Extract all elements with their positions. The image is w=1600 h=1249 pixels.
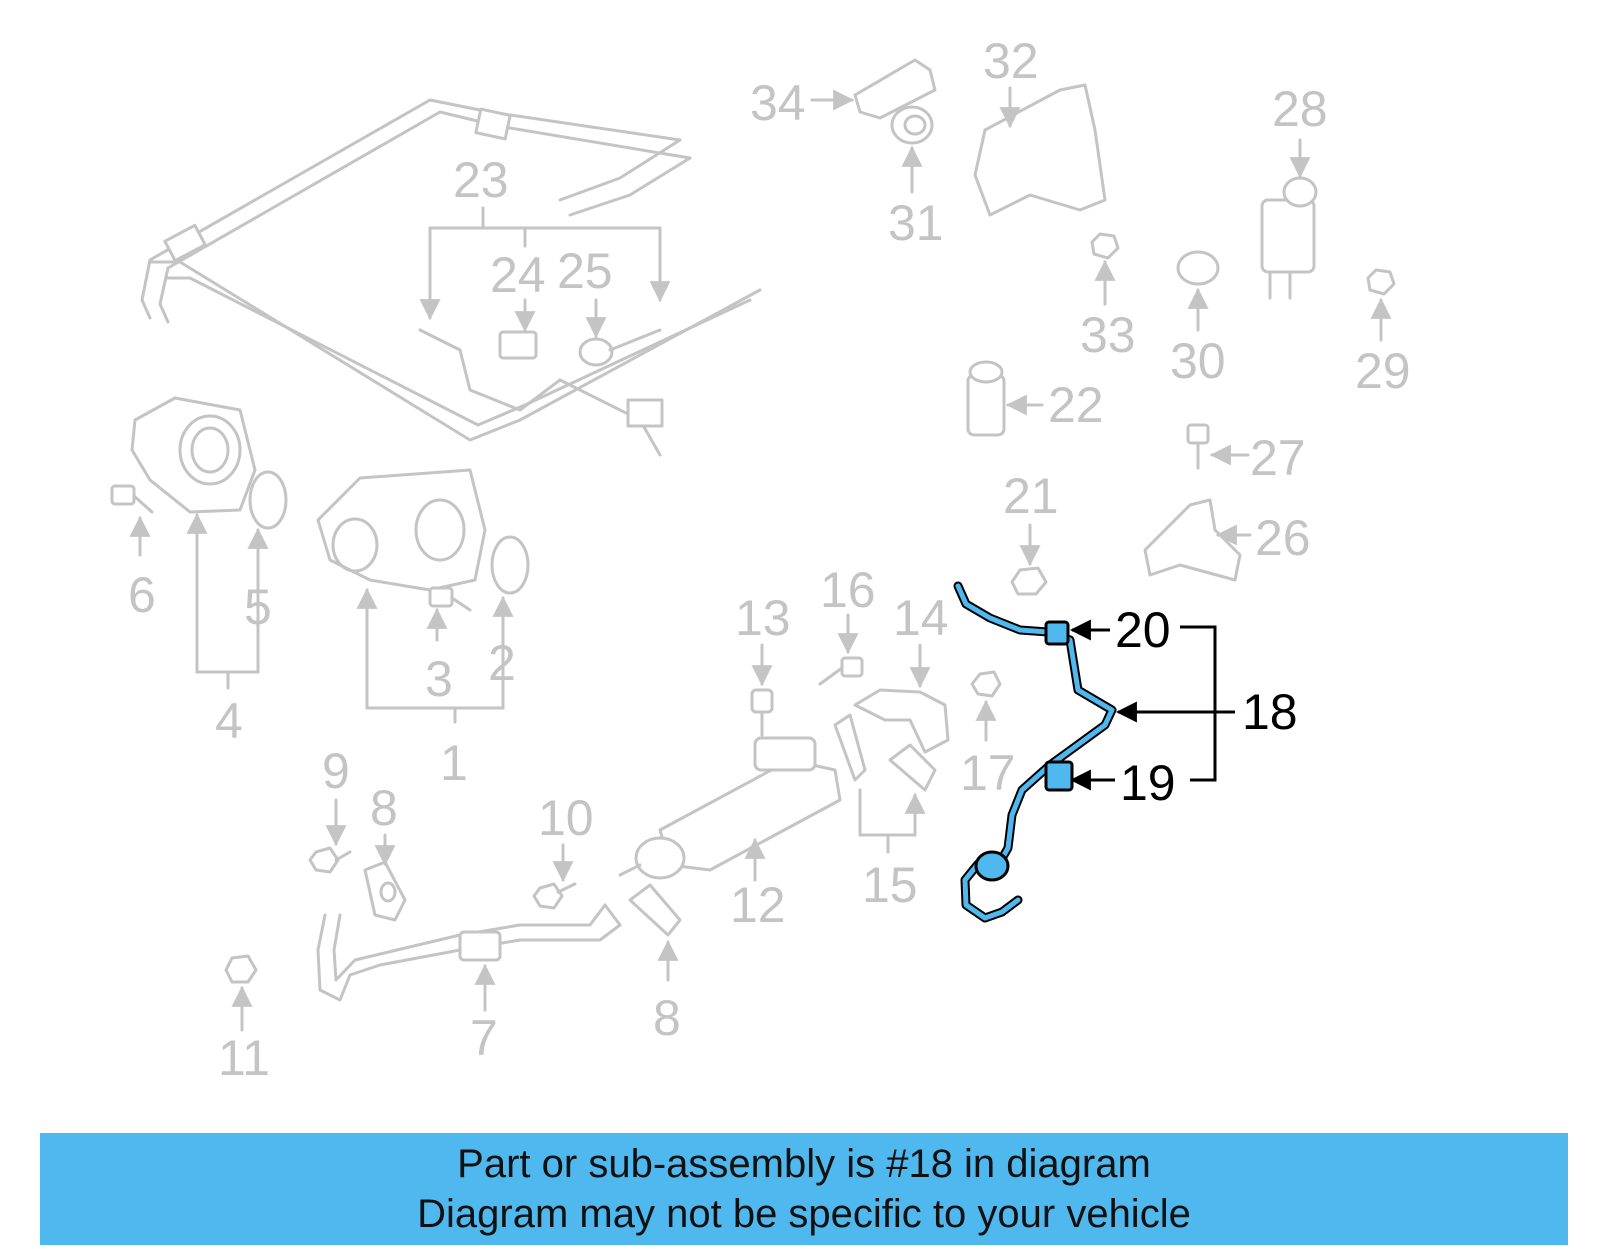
part-31-grommet — [890, 105, 934, 194]
label-31: 31 — [888, 195, 944, 251]
part-2-o-ring — [490, 535, 530, 595]
label-23: 23 — [453, 152, 509, 208]
part-12-egr-cooler — [618, 736, 842, 882]
part-13-bolt — [750, 643, 774, 737]
part-32-heat-shield — [973, 83, 1107, 217]
label-8b: 8 — [653, 990, 681, 1046]
banner-line-2: Diagram may not be specific to your vehi… — [417, 1192, 1191, 1236]
part-1-egr-valve — [316, 468, 487, 592]
part-28-solenoid — [1260, 138, 1318, 300]
label-3: 3 — [425, 651, 453, 707]
callout-1 — [356, 587, 514, 724]
part-34-bracket — [810, 58, 937, 120]
label-14: 14 — [893, 590, 949, 646]
label-8a: 8 — [370, 780, 398, 836]
part-17-nut — [970, 670, 1002, 742]
label-15: 15 — [862, 857, 918, 913]
part-26-bracket — [1143, 498, 1252, 582]
label-26: 26 — [1255, 510, 1311, 566]
part-18-hose-assembly — [953, 581, 1117, 923]
part-15-gaskets — [833, 713, 937, 854]
part-4-throttle-body — [130, 396, 257, 514]
label-10: 10 — [538, 790, 594, 846]
label-11: 11 — [218, 1030, 270, 1086]
part-11-nut — [224, 954, 258, 1032]
label-33: 33 — [1080, 307, 1136, 363]
label-22: 22 — [1048, 377, 1104, 433]
callout-18-19-20 — [1069, 619, 1235, 791]
part-6-bolt — [110, 484, 154, 557]
label-4: 4 — [215, 693, 243, 749]
label-28: 28 — [1272, 81, 1328, 137]
banner-line-1: Part or sub-assembly is #18 in diagram — [457, 1142, 1151, 1186]
part-22-sensor — [966, 360, 1044, 437]
callout-23 — [419, 206, 671, 321]
part-27-bolt — [1186, 423, 1250, 470]
part-21-nut — [1010, 523, 1048, 596]
label-19: 19 — [1120, 755, 1176, 811]
part-20-clamp — [1044, 620, 1070, 646]
label-17: 17 — [960, 745, 1016, 801]
label-5: 5 — [244, 579, 272, 635]
label-18: 18 — [1242, 684, 1298, 740]
label-25: 25 — [557, 243, 613, 299]
info-banner: Part or sub-assembly is #18 in diagram D… — [40, 1133, 1568, 1245]
label-13: 13 — [735, 590, 791, 646]
part-30-clip — [1176, 250, 1220, 332]
part-29-nut — [1366, 268, 1396, 342]
part-3-bolt — [426, 586, 472, 642]
label-2: 2 — [488, 635, 516, 691]
label-29: 29 — [1355, 343, 1411, 399]
part-labels: 23 24 25 6 5 4 3 2 1 34 31 32 28 33 30 2… — [128, 33, 1411, 1086]
part-8-gasket-upper — [363, 833, 407, 922]
part-9-bolt — [308, 798, 352, 874]
label-20: 20 — [1115, 602, 1171, 658]
part-5-o-ring — [248, 470, 288, 530]
label-12: 12 — [730, 877, 786, 933]
part-23-tube-assembly — [140, 98, 762, 457]
label-32: 32 — [983, 33, 1039, 89]
label-1: 1 — [440, 735, 468, 791]
label-6: 6 — [128, 567, 156, 623]
part-24-clip — [498, 298, 538, 360]
label-21: 21 — [1003, 468, 1059, 524]
label-9: 9 — [322, 743, 350, 799]
label-16: 16 — [820, 562, 876, 618]
part-16-bolt — [818, 613, 864, 686]
part-14-pipe — [853, 643, 950, 754]
label-30: 30 — [1170, 333, 1226, 389]
part-10-bolt — [532, 843, 577, 910]
label-7: 7 — [470, 1010, 498, 1066]
part-19-clip — [1044, 760, 1074, 792]
part-25-connector — [578, 298, 662, 367]
label-34: 34 — [750, 75, 806, 131]
part-8-gasket-lower — [628, 883, 682, 982]
label-27: 27 — [1250, 430, 1306, 486]
part-7-egr-pipe — [316, 903, 622, 1012]
label-24: 24 — [490, 247, 546, 303]
part-33-nut — [1090, 232, 1120, 306]
callout-4 — [186, 512, 269, 690]
